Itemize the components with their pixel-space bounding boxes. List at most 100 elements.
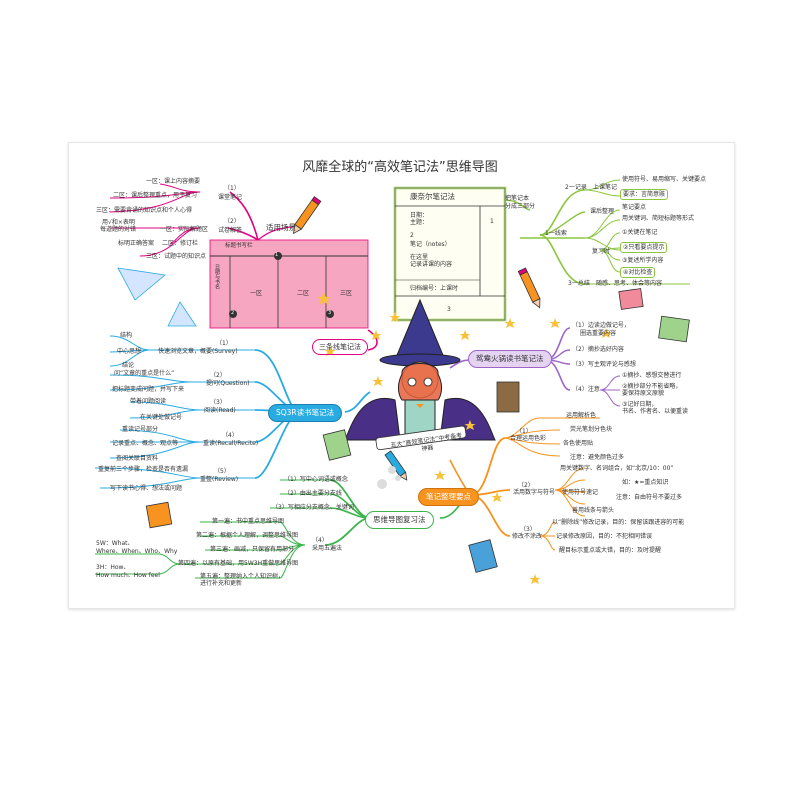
mind-h3: 3H：How、: [96, 564, 130, 571]
scene1-a3: 三区：需要背诵的知识点和个人心得: [96, 207, 193, 214]
mind-p5: 第五遍：整理纳入个人知识树，: [200, 573, 285, 580]
kp-k3: 修改不涂改: [512, 533, 543, 540]
kp-k1-num: （1）: [516, 428, 532, 435]
sq3r-s1: 快速浏览文章，概要(Survey): [158, 348, 238, 355]
sq3r-s5-num: （5）: [214, 468, 230, 475]
kp-k3a: 以“删除线”修改记录，目的：保留该跟进容的可能: [552, 519, 685, 526]
sq3r-s4b: 记录重点、概念、观点等: [112, 440, 179, 447]
sq3r-s5b: 写下读书心得、想法或问题: [110, 485, 183, 492]
threeline-zone3: 三区: [340, 290, 353, 297]
cornell-r1: 上课笔记: [593, 184, 618, 191]
scene2-b1: 一区：实际解题区: [160, 226, 209, 233]
kp-k2b: 如：★=重点知识: [622, 479, 669, 486]
hotpot-i2: （2）摘抄选好内容: [572, 346, 624, 353]
cornell-l2c: ③复述所学内容: [622, 257, 664, 264]
hotpot-i4-num: （4）注意: [572, 386, 600, 393]
kp-k1b: 各色使用贴: [563, 440, 594, 447]
keypoints-node: 笔记整理要点: [418, 488, 479, 506]
cornell-note1b: 主题：: [410, 219, 429, 226]
mind-m4: （4）: [312, 537, 328, 544]
kp-k2c: 使用符号速记: [562, 489, 599, 496]
cornell-title: 康奈尔笔记法: [410, 192, 455, 201]
cornell-l1b: 用关键词、简短标题等形式: [622, 215, 695, 222]
sq3r-s2b: 把标题变成问题，并写下来: [112, 386, 185, 393]
scene2-b0b: 每道题的对错: [100, 226, 137, 233]
threeline-scene-label: 适用场景: [266, 223, 296, 232]
cornell-sum-num: 3一总结: [568, 280, 590, 287]
mind-m1: （1）写中心词语或概念: [284, 476, 348, 483]
hotpot-i1: （1）边读边做记号，: [572, 322, 630, 329]
sq3r-s1b: 中心思想: [117, 348, 142, 355]
kp-k3b: 记录修改原因，目的：不犯相同错误: [556, 533, 653, 540]
cornell-note3: 3: [447, 306, 451, 313]
sq3r-s1a: 结构: [120, 332, 133, 339]
cornell-r1a: 使用符号、易用缩写、关键要点: [622, 176, 707, 183]
mind-m4b: 采用五遍法: [312, 545, 343, 552]
sq3r-s3-num: （3）: [210, 399, 226, 406]
cornell-r1-num: 2一记录: [565, 184, 587, 191]
mind-p2: 第二遍：根据个人理解，调整思维导图: [196, 532, 299, 539]
hotpot-i4e: 书名、作者名、以便重读: [622, 408, 689, 415]
sq3r-s4-num: （4）: [222, 432, 238, 439]
cornell-side2: 分成三部分: [505, 203, 536, 210]
mind-w5: 5W：What、: [96, 540, 134, 547]
cornell-r1b: 要求：言简意赅: [620, 189, 669, 200]
threeline-zone1: 一区: [250, 290, 263, 297]
scene2-b2: 标明正确答案: [118, 240, 155, 247]
sq3r-s2a: 问“文章的重点是什么”: [114, 370, 175, 377]
sq3r-s4: 重读(Recall/Recite): [203, 440, 259, 447]
scene2-b3: 三区：试题中的知识点: [146, 253, 207, 260]
scene1-label: 课堂笔记: [218, 194, 243, 201]
cornell-note2b: 在这里: [410, 254, 429, 261]
sq3r-s2-num: （2）: [210, 372, 226, 379]
sq3r-s4c: 查阅关联目资料: [116, 455, 159, 462]
sq3r-s1-num: （1）: [216, 340, 232, 347]
cornell-note2c: 记录讲课的内容: [410, 261, 453, 268]
cornell-l2b: ②只看要点提示: [620, 242, 668, 253]
kp-k2d: 注意：自由符号不要过多: [616, 494, 683, 501]
kp-k2e: 善用线条与箭头: [572, 507, 615, 514]
cornell-side: 把笔记本: [505, 195, 530, 202]
marker-3-label: 3: [328, 310, 332, 316]
hotpot-i4b: ②摘抄部分不能省略，: [622, 383, 682, 390]
mind-m2: （2）由出主要分支线: [284, 490, 342, 497]
cornell-l2d: ④对比检查: [620, 267, 656, 278]
sq3r-s5a: 重复前三个步骤，检查是否有遗漏: [98, 466, 189, 473]
mind-p3: 第三遍：画减，只保留有用部分: [210, 546, 295, 553]
threeline-node: 三条线笔记法: [312, 339, 368, 355]
marker-1-label: 1: [275, 252, 279, 258]
scene2-label: 试卷解答: [218, 227, 243, 234]
mind-h3b: How much、How feel: [96, 572, 160, 579]
cornell-sum: 随感、思考、体会等内容: [596, 280, 663, 287]
kp-k1a: 荧光笔划分色块: [570, 426, 613, 433]
cornell-note1: 日期：: [410, 212, 429, 219]
sq3r-node: SQ3R读书笔记法: [268, 404, 343, 422]
kp-k2a: 用关键数字、名词组合，如“北京/10：00”: [560, 465, 674, 472]
kp-k3c: 醒目标示重点或大错，目的：及时提醒: [559, 547, 662, 554]
cornell-l2a: ①关键在笔记: [622, 229, 658, 236]
page-title: 风靡全球的“高效笔记法”思维导图: [302, 160, 498, 175]
scene2-b2b: 二区：修订栏: [162, 240, 199, 247]
hotpot-node: 鸳鸯火锅读书笔记法: [468, 350, 552, 368]
hotpot-i4a: ①摘抄、感想交替进行: [622, 372, 682, 379]
sq3r-s4a: 重读记号部分: [122, 426, 159, 433]
cornell-line1: 1一线索: [545, 230, 567, 237]
kp-k3-num: （3）: [520, 526, 536, 533]
hotpot-i1b: 圈选重要内容: [580, 330, 617, 337]
hotpot-i3: （3）写主观评论与感想: [572, 361, 636, 368]
threeline-margin-label: 日期与书名: [214, 264, 220, 289]
scene2-num: （2）: [224, 218, 240, 225]
kp-k1d: 运用解析色: [566, 412, 597, 419]
hotpot-i4d: ③记好日期，: [622, 401, 658, 408]
hotpot-i4c: 要保持原文原貌: [622, 390, 665, 397]
scene1-num: （1）: [224, 185, 240, 192]
sq3r-s3a: 带着问题阅读: [130, 398, 167, 405]
kp-k1: 合理运用色彩: [510, 435, 547, 442]
cornell-note1c: 1: [490, 218, 494, 225]
kp-k1c: 注意：避免颜色过多: [570, 454, 625, 461]
marker-2-label: 2: [231, 310, 235, 316]
mind-p4: 第四遍：以原有基础，用5W3H重做思维导图: [178, 560, 299, 567]
sq3r-s1c: 结论: [122, 362, 135, 369]
cornell-l2: 复习时: [592, 248, 611, 255]
cornell-l1a: 笔记要点: [622, 204, 647, 211]
